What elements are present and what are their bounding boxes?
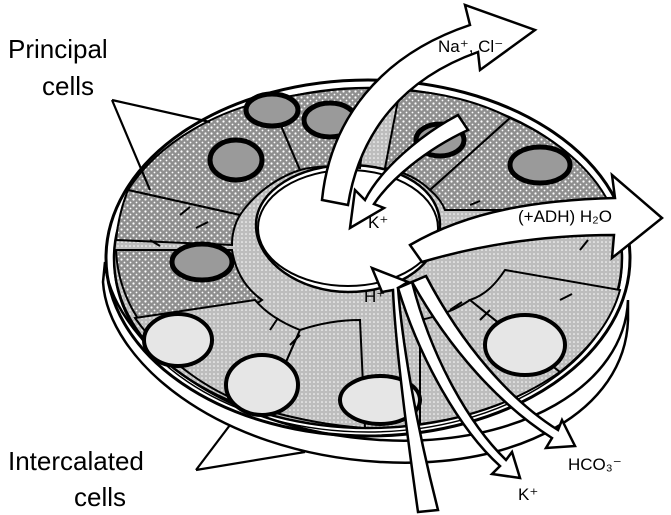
ion-label-h-plus: H⁺ [364,287,385,306]
ion-label-k-in: K⁺ [368,213,388,232]
principal-label-line1: Principal [8,34,108,64]
intercalated-label-line2: cells [74,482,126,512]
ion-label-k-out: K⁺ [518,485,538,504]
ion-label-hco3: HCO₃⁻ [568,455,622,474]
ion-label-water: (+ADH) H₂O [518,207,612,226]
ion-label-na-cl: Na⁺, Cl⁻ [438,37,503,56]
principal-label-line2: cells [42,71,94,101]
intercalated-label-line1: Intercalated [8,446,144,476]
